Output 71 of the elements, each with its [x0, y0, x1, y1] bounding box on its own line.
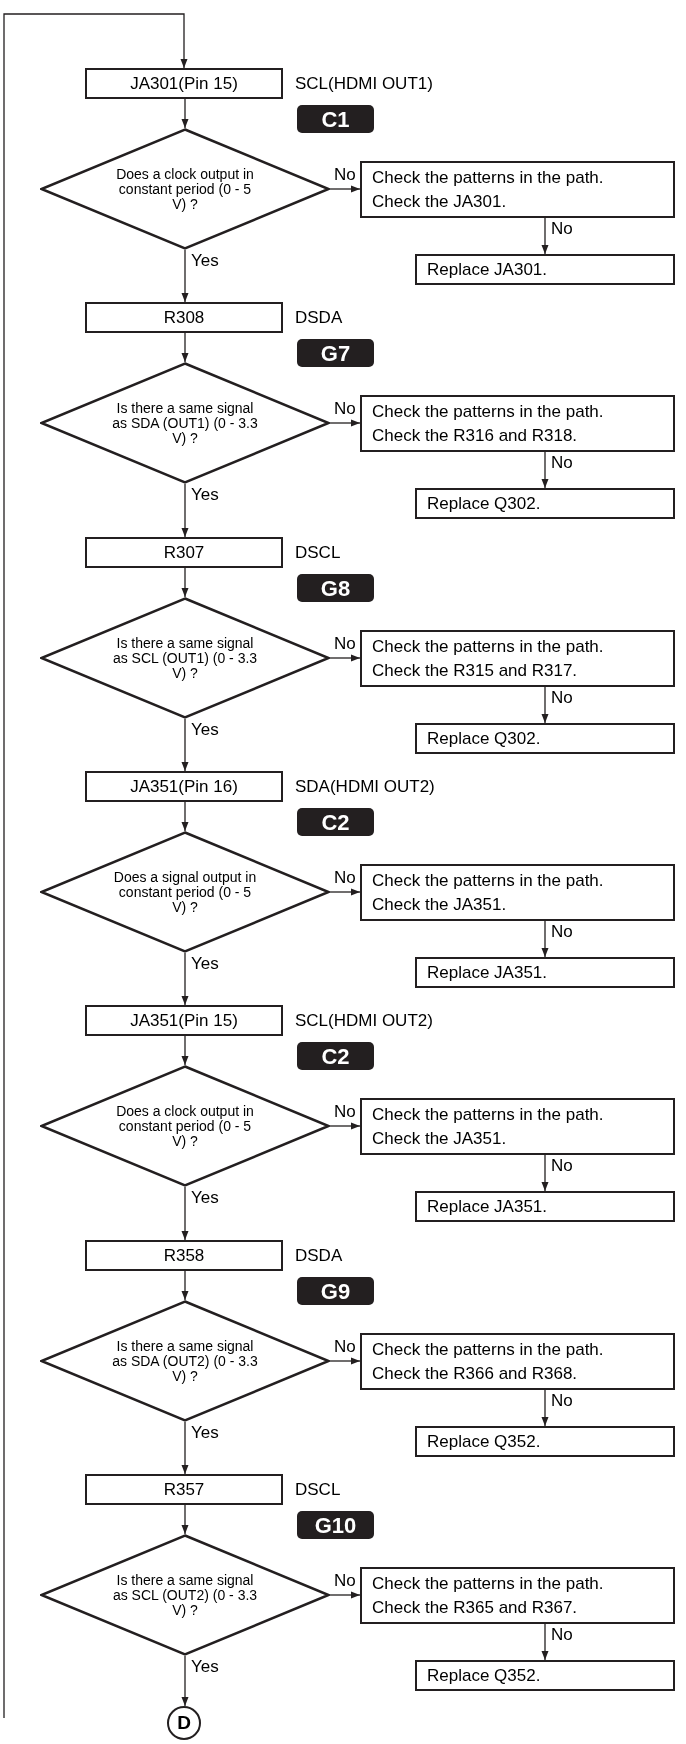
action-box: Replace Q352. — [415, 1660, 675, 1691]
signal-name-label: DSCL — [295, 543, 341, 563]
arrow — [181, 801, 189, 832]
test-point-box: JA301(Pin 15) — [85, 68, 283, 99]
decision-question: Does a signal output in constant period (0 - 5 V) ? — [112, 869, 258, 915]
test-point-badge: C1 — [297, 105, 374, 133]
test-point-badge: G8 — [297, 574, 374, 602]
arrow — [181, 952, 189, 1006]
check-box: Check the patterns in the path. Check the R366 and R368. — [360, 1333, 675, 1390]
arrow — [541, 217, 549, 255]
arrow — [329, 1591, 361, 1599]
arrow — [329, 419, 361, 427]
arrow — [541, 451, 549, 489]
action-box: Replace Q302. — [415, 488, 675, 519]
action-box: Replace JA351. — [415, 1191, 675, 1222]
arrow — [181, 718, 189, 772]
signal-name-label: DSCL — [295, 1480, 341, 1500]
arrow — [181, 1186, 189, 1241]
check-box: Check the patterns in the path. Check the R316 and R318. — [360, 395, 675, 452]
arrow — [541, 1623, 549, 1661]
arrow — [541, 686, 549, 724]
check-box: Check the patterns in the path. Check the R365 and R367. — [360, 1567, 675, 1624]
arrow — [329, 1357, 361, 1365]
action-box: Replace Q352. — [415, 1426, 675, 1457]
check-box: Check the patterns in the path. Check the JA351. — [360, 1098, 675, 1155]
arrow — [541, 1154, 549, 1192]
decision-question: Is there a same signal as SCL (OUT1) (0 - 3.3 V) ? — [112, 635, 258, 681]
decision-question: Is there a same signal as SDA (OUT2) (0 - 3.3 V) ? — [112, 1338, 258, 1384]
test-point-badge: C2 — [297, 1042, 374, 1070]
signal-name-label: DSDA — [295, 308, 343, 328]
decision-question: Does a clock output in constant period (0 - 5 V) ? — [115, 166, 255, 212]
arrow — [541, 1389, 549, 1427]
arrow — [181, 1035, 189, 1066]
arrow — [3, 13, 188, 1719]
action-box: Replace Q302. — [415, 723, 675, 754]
signal-name-label: SCL(HDMI OUT2) — [295, 1011, 433, 1031]
decision-question: Does a clock output in constant period (0 - 5 V) ? — [115, 1103, 255, 1149]
arrow — [181, 483, 189, 538]
arrow — [181, 567, 189, 598]
decision-question: Is there a same signal as SCL (OUT2) (0 - 3.3 V) ? — [112, 1572, 258, 1618]
arrow — [181, 98, 189, 129]
test-point-badge: G7 — [297, 339, 374, 367]
check-box: Check the patterns in the path. Check the JA301. — [360, 161, 675, 218]
signal-name-label: SDA(HDMI OUT2) — [295, 777, 435, 797]
arrow — [181, 1421, 189, 1475]
arrow — [181, 249, 189, 303]
arrow — [329, 654, 361, 662]
test-point-badge: G9 — [297, 1277, 374, 1305]
test-point-box: R308 — [85, 302, 283, 333]
test-point-badge: G10 — [297, 1511, 374, 1539]
arrow — [181, 332, 189, 363]
test-point-box: JA351(Pin 16) — [85, 771, 283, 802]
arrow — [329, 1122, 361, 1130]
action-box: Replace JA301. — [415, 254, 675, 285]
check-box: Check the patterns in the path. Check the JA351. — [360, 864, 675, 921]
arrow — [541, 920, 549, 958]
test-point-badge: C2 — [297, 808, 374, 836]
action-box: Replace JA351. — [415, 957, 675, 988]
test-point-box: R307 — [85, 537, 283, 568]
decision-question: Is there a same signal as SDA (OUT1) (0 - 3.3 V) ? — [112, 400, 258, 446]
arrow — [181, 1655, 189, 1707]
signal-name-label: SCL(HDMI OUT1) — [295, 74, 433, 94]
arrow — [329, 888, 361, 896]
test-point-box: R357 — [85, 1474, 283, 1505]
arrow — [329, 185, 361, 193]
arrow — [181, 1270, 189, 1301]
check-box: Check the patterns in the path. Check the R315 and R317. — [360, 630, 675, 687]
signal-name-label: DSDA — [295, 1246, 343, 1266]
test-point-box: JA351(Pin 15) — [85, 1005, 283, 1036]
test-point-box: R358 — [85, 1240, 283, 1271]
arrow — [181, 1504, 189, 1535]
